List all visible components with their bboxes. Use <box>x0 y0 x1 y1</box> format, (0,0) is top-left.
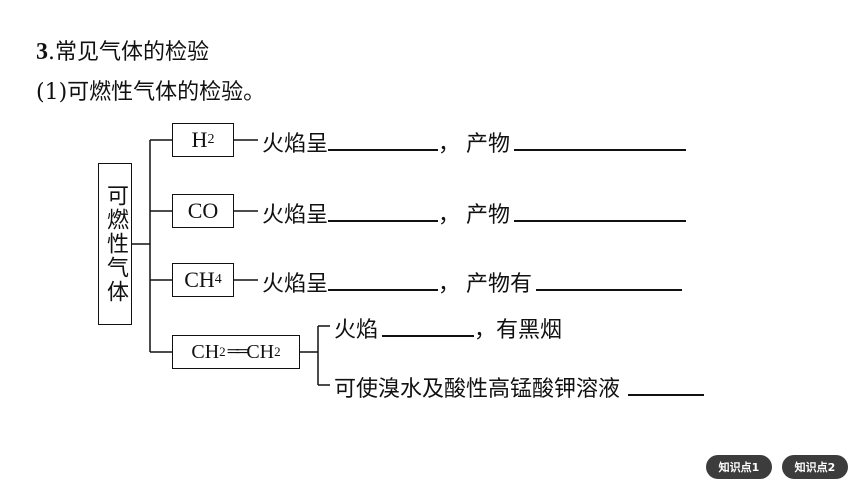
blank-flame-h2[interactable] <box>328 131 439 151</box>
formula-h2: H <box>191 127 208 152</box>
nav-button-knowledge-2[interactable]: 知识点2 <box>782 455 848 479</box>
formula-ethylene-b: CH <box>246 340 275 363</box>
flammable-gas-label: 可燃性气体 <box>103 184 128 304</box>
separator-co: ， <box>438 203 461 228</box>
label-flame-h2: 火焰呈 <box>262 132 329 157</box>
label-flame-co: 火焰呈 <box>262 203 329 228</box>
subscript-ethylene-b: 2 <box>274 344 281 359</box>
nav-button-knowledge-1-label: 知识点1 <box>718 461 760 474</box>
formula-ch4: CH <box>184 267 215 292</box>
row-h2: 火焰呈 ，产物 <box>262 126 687 158</box>
double-bond: ══ <box>227 343 248 360</box>
section-number: 3 <box>36 39 48 65</box>
separator-h2: ， <box>438 132 461 157</box>
label-flame-ethylene: 火焰 <box>334 318 379 343</box>
section-title: .常见气体的检验 <box>48 40 209 65</box>
formula-ethylene-a: CH <box>191 340 220 363</box>
subscript-ch4: 4 <box>214 272 222 287</box>
section-heading: 3.常见气体的检验 <box>36 34 209 66</box>
blank-flame-co[interactable] <box>328 202 439 222</box>
blank-flame-ethylene[interactable] <box>382 317 475 337</box>
separator-ch4: ， <box>438 272 461 297</box>
subheading: (1)可燃性气体的检验。 <box>36 80 266 105</box>
blank-product-co[interactable] <box>514 202 687 222</box>
row-ethylene-flame: 火焰 ，有黑烟 <box>334 312 562 344</box>
blank-reagent-ethylene[interactable] <box>628 376 705 396</box>
flammable-gas-box: 可燃性气体 <box>98 163 132 325</box>
label-reagent-ethylene: 可使溴水及酸性高锰酸钾溶液 <box>334 377 621 402</box>
blank-product-ch4[interactable] <box>536 271 683 291</box>
label-smoke-ethylene: ，有黑烟 <box>474 318 563 343</box>
label-product-h2: 产物 <box>466 132 511 157</box>
label-product-ch4: 产物有 <box>466 272 533 297</box>
subscript-ethylene-a: 2 <box>219 344 226 359</box>
formula-co: CO <box>187 198 219 223</box>
nav-button-knowledge-1[interactable]: 知识点1 <box>706 455 772 479</box>
row-ethylene-reagent: 可使溴水及酸性高锰酸钾溶液 <box>334 371 705 403</box>
gas-box-co: CO <box>172 194 234 228</box>
subscript-h2: 2 <box>207 132 215 147</box>
blank-flame-ch4[interactable] <box>328 271 439 291</box>
blank-product-h2[interactable] <box>514 131 687 151</box>
row-ch4: 火焰呈 ，产物有 <box>262 266 683 298</box>
label-flame-ch4: 火焰呈 <box>262 272 329 297</box>
label-product-co: 产物 <box>466 203 511 228</box>
row-co: 火焰呈 ，产物 <box>262 197 687 229</box>
nav-button-knowledge-2-label: 知识点2 <box>794 461 836 474</box>
